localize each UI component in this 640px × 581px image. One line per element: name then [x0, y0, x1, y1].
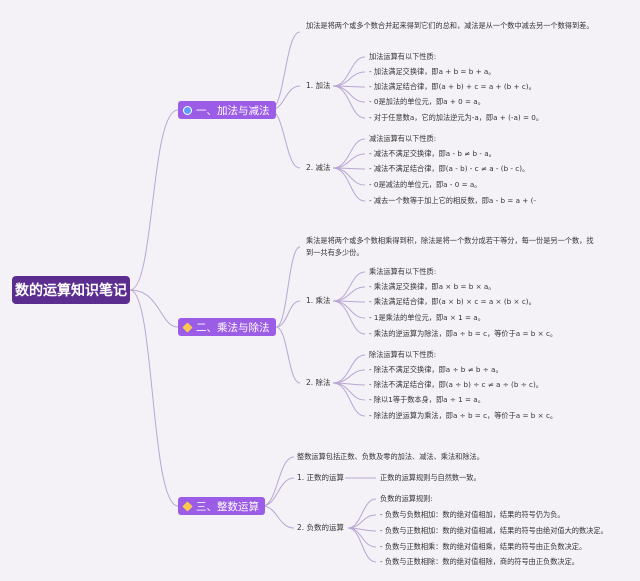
- sub-node-subtraction[interactable]: 2. 减法: [306, 163, 331, 172]
- list-item: - 负数与负数相加：数的绝对值相加，结果的符号仍为负。: [380, 510, 565, 519]
- gem-icon: [182, 500, 193, 512]
- list-item: - 0是加法的单位元，即a + 0 = a。: [369, 97, 485, 106]
- list-item: 除法运算有以下性质:: [369, 350, 437, 359]
- branch-label: 三、整数运算: [196, 500, 259, 513]
- sub-node-division[interactable]: 2. 除法: [306, 378, 331, 387]
- sub-node-negative-numbers[interactable]: 2. 负数的运算: [297, 523, 345, 532]
- list-item: - 除以1等于数本身，即a ÷ 1 = a。: [369, 395, 485, 404]
- intro-text: 整数运算包括正数、负数及零的加法、减法、乘法和除法。: [297, 452, 484, 461]
- root-node[interactable]: 数的运算知识笔记: [12, 276, 130, 304]
- list-item: - 乘法的逆运算为除法，即a ÷ b = c，等价于a = b × c。: [369, 329, 558, 338]
- list-item: 负数的运算规则:: [380, 494, 433, 503]
- list-item: - 减去一个数等于加上它的相反数，即a - b = a + (-: [369, 196, 536, 205]
- sub-node-multiplication[interactable]: 1. 乘法: [306, 296, 331, 305]
- list-item: - 加法满足交换律，即a + b = b + a。: [369, 67, 496, 76]
- blue-circle-icon: [183, 105, 192, 115]
- list-item: - 负数与正数相乘：数的绝对值相乘，结果的符号由正负数决定。: [380, 542, 587, 551]
- list-item: - 除法不满足结合律，即(a ÷ b) ÷ c ≠ a ÷ (b ÷ c)。: [369, 380, 543, 389]
- branch-label: 一、加法与减法: [196, 104, 270, 117]
- list-item: - 减法不满足交换律，即a - b ≠ b - a。: [369, 149, 496, 158]
- intro-text: 乘法是将两个或多个数相乘得到积，除法是将一个数分成若干等分，每一份是另一个数，找…: [306, 236, 594, 257]
- sub-node-positive-numbers[interactable]: 1. 正数的运算: [297, 473, 345, 482]
- list-item: 正数的运算规则与自然数一致。: [380, 473, 481, 482]
- list-item: 加法运算有以下性质:: [369, 52, 437, 61]
- list-item: 减法运算有以下性质:: [369, 134, 437, 143]
- branch-node-multiplication-division[interactable]: 二、乘法与除法: [178, 318, 276, 336]
- list-item: - 0是减法的单位元，即a - 0 = a。: [369, 180, 482, 189]
- gem-icon: [182, 321, 193, 333]
- list-item: - 负数与正数相加：数的绝对值相减，结果的符号由绝对值大的数决定。: [380, 526, 608, 535]
- list-item: - 减法不满足结合律，即(a - b) - c ≠ a - (b - c)。: [369, 164, 530, 173]
- list-item: - 负数与正数相除：数的绝对值相除，商的符号由正负数决定。: [380, 557, 579, 566]
- sub-node-addition[interactable]: 1. 加法: [306, 81, 331, 90]
- list-item: - 除法不满足交换律，即a ÷ b ≠ b ÷ a。: [369, 365, 503, 374]
- list-item: - 乘法满足结合律，即(a × b) × c = a × (b × c)。: [369, 297, 536, 306]
- intro-text: 加法是将两个或多个数合并起来得到它们的总和，减法是从一个数中减去另一个数得到差。: [306, 21, 594, 30]
- list-item: - 乘法满足交换律，即a × b = b × a。: [369, 282, 496, 291]
- list-item: - 对于任意数a，它的加法逆元为-a，即a + (-a) = 0。: [369, 113, 544, 122]
- branch-label: 二、乘法与除法: [196, 321, 270, 334]
- branch-node-integer-operations[interactable]: 三、整数运算: [178, 497, 265, 515]
- list-item: - 1是乘法的单位元，即a × 1 = a。: [369, 313, 485, 322]
- list-item: - 除法的逆运算为乘法，即a ÷ b = c，等价于a = b × c。: [369, 411, 558, 420]
- branch-node-addition-subtraction[interactable]: 一、加法与减法: [178, 101, 276, 119]
- list-item: - 加法满足结合律，即(a + b) + c = a + (b + c)。: [369, 82, 536, 91]
- list-item: 乘法运算有以下性质:: [369, 267, 437, 276]
